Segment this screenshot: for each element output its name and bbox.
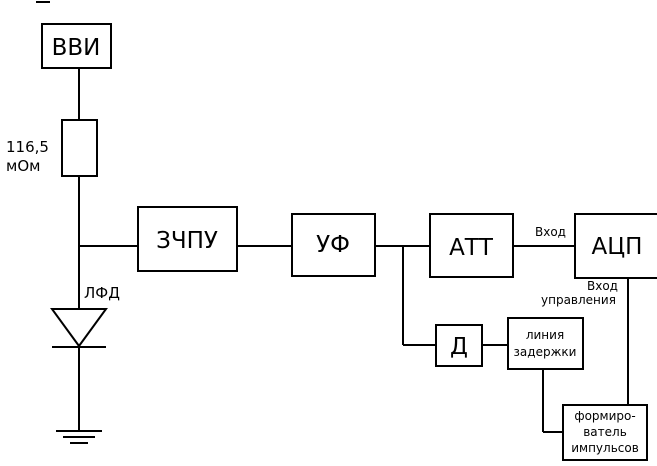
photodiode-symbol <box>50 308 108 348</box>
zchpu-block <box>137 206 238 272</box>
att-label: АТТ <box>449 235 494 261</box>
d-label: Д <box>450 334 468 360</box>
control-input-label-1: Вход <box>587 279 618 293</box>
uf-label: УФ <box>316 232 350 258</box>
delay-line-label-2: задержки <box>514 345 577 359</box>
photodiode-label: ЛФД <box>84 284 120 302</box>
att-block <box>429 213 514 278</box>
uf-block <box>291 213 376 277</box>
resistor <box>61 119 98 177</box>
resistor-value-line-1: 116,5 <box>6 138 49 156</box>
zchpu-label: ЗЧПУ <box>156 228 218 254</box>
control-input-label-2: управления <box>541 293 616 307</box>
vvi-block <box>41 23 112 69</box>
input-label: Вход <box>535 225 566 239</box>
pulse-shaper-block <box>562 404 648 461</box>
acp-label: АЦП <box>592 234 643 260</box>
pulse-shaper-label-3: импульсов <box>571 441 639 455</box>
delay-line-block <box>507 317 584 370</box>
resistor-value-line-2: мОм <box>6 157 40 175</box>
wires <box>36 1 629 433</box>
acp-block <box>574 213 657 279</box>
delay-line-label-1: линия <box>526 328 564 342</box>
vvi-label: ВВИ <box>52 35 101 61</box>
pulse-shaper-label-2: ватель <box>583 425 627 439</box>
pulse-shaper-label-1: формиро- <box>574 409 635 423</box>
d-block <box>435 324 483 367</box>
ground-symbol <box>56 430 102 444</box>
